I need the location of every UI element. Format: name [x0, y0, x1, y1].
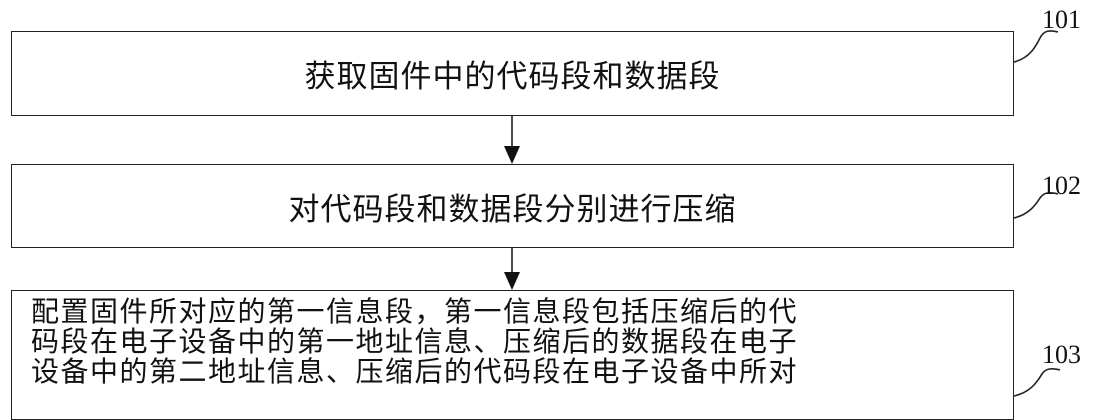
arrow-101-to-102: [504, 116, 520, 164]
step-103-line-2: 码段在电子设备中的第一地址信息、压缩后的数据段在电子: [31, 325, 799, 358]
leader-101: [1013, 30, 1059, 63]
step-102-text: 对代码段和数据段分别进行压缩: [288, 191, 737, 228]
step-103-line-3: 设备中的第二地址信息、压缩后的代码段在电子设备中所对: [31, 355, 799, 388]
step-103-line-1: 配置固件所对应的第一信息段，第一信息段包括压缩后的代: [31, 295, 799, 328]
ref-label-101: 101: [1042, 5, 1081, 34]
step-101-box: 获取固件中的代码段和数据段: [11, 31, 1014, 116]
leader-103: [1013, 368, 1061, 397]
arrow-102-to-103: [504, 248, 520, 290]
step-101-text: 获取固件中的代码段和数据段: [304, 59, 721, 95]
step-103-box: 配置固件所对应的第一信息段，第一信息段包括压缩后的代 码段在电子设备中的第一地址…: [11, 290, 1014, 420]
step-102-box: 对代码段和数据段分别进行压缩: [11, 164, 1014, 248]
step-103-text: 配置固件所对应的第一信息段，第一信息段包括压缩后的代 码段在电子设备中的第一地址…: [31, 297, 994, 387]
ref-label-103: 103: [1042, 340, 1081, 369]
ref-label-102: 102: [1042, 171, 1081, 200]
